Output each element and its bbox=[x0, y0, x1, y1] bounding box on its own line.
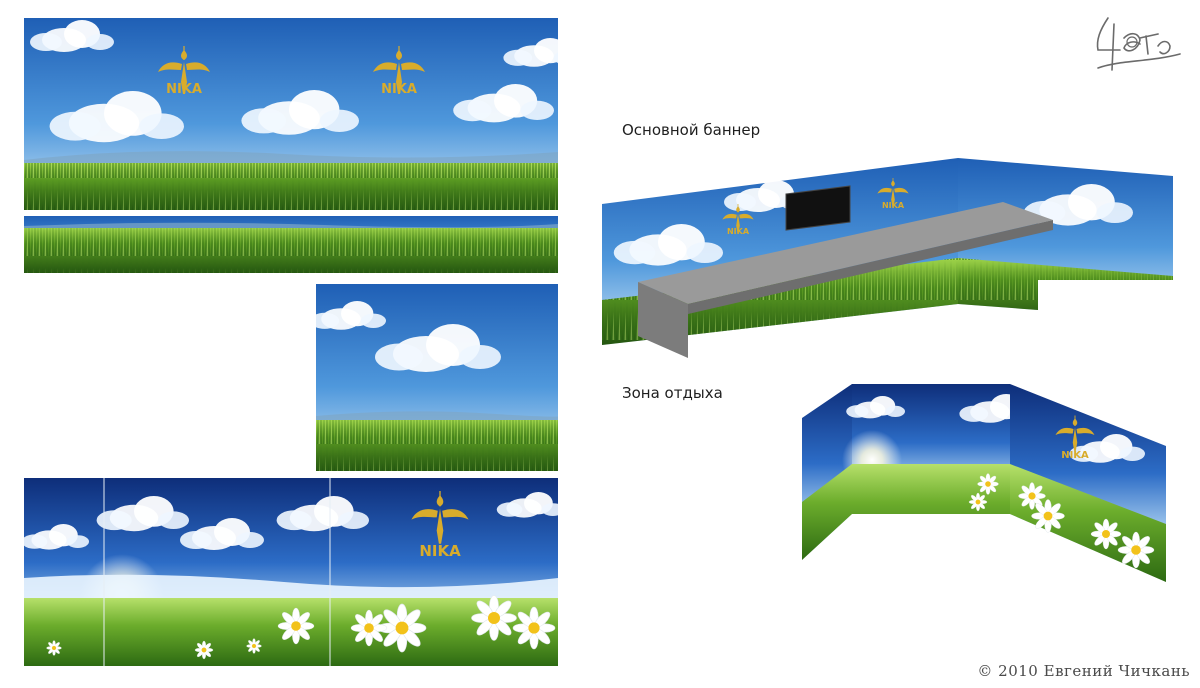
rest-zone-design-flat: NIKA bbox=[24, 478, 558, 666]
artist-signature-logo bbox=[1090, 10, 1186, 80]
brand-text: NIKA bbox=[1061, 450, 1089, 461]
tv-screen-icon bbox=[785, 185, 851, 231]
banner-design-square bbox=[316, 284, 558, 471]
brand-text: NIKA bbox=[882, 201, 905, 210]
main-banner-3d-mockup: NIKA NIKA bbox=[598, 140, 1178, 358]
copyright-text: © 2010 Евгений Чичкань bbox=[977, 662, 1190, 680]
banner-design-strip bbox=[24, 216, 558, 273]
main-banner-label: Основной баннер bbox=[622, 121, 761, 139]
rest-zone-3d-mockup: NIKA bbox=[800, 382, 1168, 582]
brand-text: NIKA bbox=[166, 82, 202, 97]
banner-design-large: NIKA NIKA bbox=[24, 18, 558, 210]
winged-angel-logo bbox=[410, 490, 470, 545]
brand-text: NIKA bbox=[727, 227, 750, 236]
brand-text: NIKA bbox=[381, 82, 417, 97]
brand-text: NIKA bbox=[419, 542, 461, 560]
rest-zone-label: Зона отдыха bbox=[622, 384, 723, 402]
